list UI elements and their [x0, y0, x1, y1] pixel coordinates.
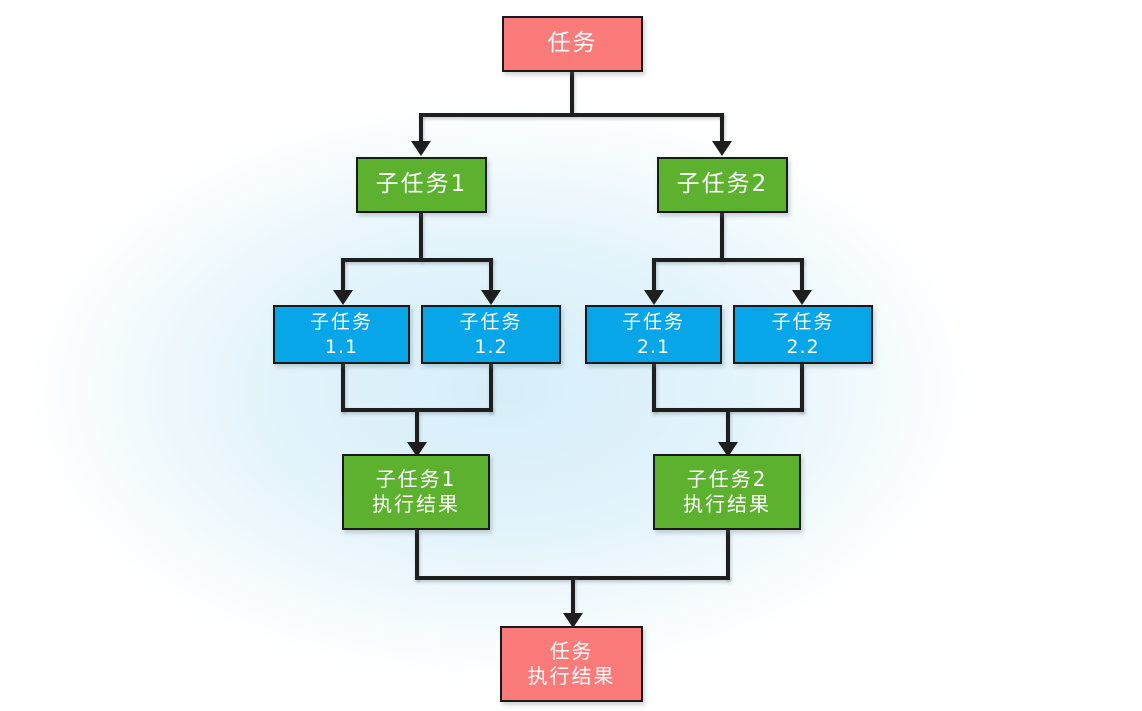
edge-root-split-bar	[419, 113, 724, 117]
edge-subtask2-down	[720, 213, 724, 261]
node-subtask-2-2[interactable]: 子任务 2.2	[733, 305, 873, 364]
node-result-2-line1: 子任务2	[686, 466, 768, 491]
node-subtask-1-2-line1: 子任务	[459, 311, 523, 334]
edge-result2-down	[726, 530, 730, 580]
node-root-task[interactable]: 任务	[502, 16, 643, 72]
edge-merge-to-result1	[415, 408, 419, 445]
node-root-result-line2: 执行结果	[527, 663, 616, 688]
node-result-1-line1: 子任务1	[375, 466, 457, 491]
node-subtask-2-line1: 子任务2	[676, 171, 769, 198]
edge-subtask1-to-1-2	[489, 258, 493, 293]
edge-merge-to-root-result	[571, 576, 575, 616]
arrow-into-result1	[407, 442, 427, 457]
arrow-into-subtask-1-2	[481, 290, 501, 305]
node-subtask-1[interactable]: 子任务1	[356, 157, 487, 213]
edge-result1-down	[415, 530, 419, 580]
arrow-into-result2	[718, 442, 738, 457]
edge-subtask1-down	[419, 213, 423, 261]
edge-subtask1-split-bar	[341, 258, 493, 262]
node-subtask-2-2-line1: 子任务	[771, 311, 835, 334]
node-result-1-line2: 执行结果	[372, 491, 460, 516]
edge-root-to-subtask1	[419, 113, 423, 144]
node-subtask-2[interactable]: 子任务2	[657, 157, 788, 213]
edge-root-down	[570, 72, 574, 115]
edge-subtask1-to-1-1	[341, 258, 345, 293]
node-result-2[interactable]: 子任务2 执行结果	[653, 454, 801, 530]
arrow-into-subtask-1-1	[333, 290, 353, 305]
arrow-into-subtask2	[712, 141, 732, 156]
node-root-result-line1: 任务	[549, 638, 594, 663]
arrow-into-subtask1	[411, 141, 431, 156]
node-root-result[interactable]: 任务 执行结果	[500, 626, 643, 702]
edge-subtask2-to-2-2	[800, 258, 804, 293]
node-subtask-2-1-line2: 2.1	[636, 335, 671, 358]
node-subtask-2-1[interactable]: 子任务 2.1	[585, 305, 722, 364]
node-subtask-1-2-line2: 1.2	[474, 335, 508, 358]
arrow-into-subtask-2-1	[644, 290, 664, 305]
node-subtask-1-1[interactable]: 子任务 1.1	[273, 305, 410, 364]
node-subtask-1-line1: 子任务1	[375, 171, 468, 198]
node-result-2-line2: 执行结果	[683, 491, 771, 516]
node-subtask-2-2-line2: 2.2	[786, 335, 820, 358]
node-result-1[interactable]: 子任务1 执行结果	[342, 454, 490, 530]
edge-2-2-down	[800, 364, 804, 412]
node-root-task-line1: 任务	[547, 30, 598, 57]
node-subtask-1-2[interactable]: 子任务 1.2	[421, 305, 561, 364]
node-subtask-1-1-line1: 子任务	[309, 311, 373, 334]
edge-root-to-subtask2	[720, 113, 724, 144]
edge-1-2-down	[489, 364, 493, 412]
node-subtask-1-1-line2: 1.1	[324, 335, 359, 358]
edge-1-1-down	[341, 364, 345, 412]
edge-merge-to-result2	[726, 408, 730, 445]
arrow-into-root-result	[563, 613, 583, 628]
edge-subtask2-to-2-1	[652, 258, 656, 293]
edge-2-1-down	[652, 364, 656, 412]
node-subtask-2-1-line1: 子任务	[621, 311, 685, 334]
arrow-into-subtask-2-2	[792, 290, 812, 305]
edge-subtask2-split-bar	[652, 258, 804, 262]
